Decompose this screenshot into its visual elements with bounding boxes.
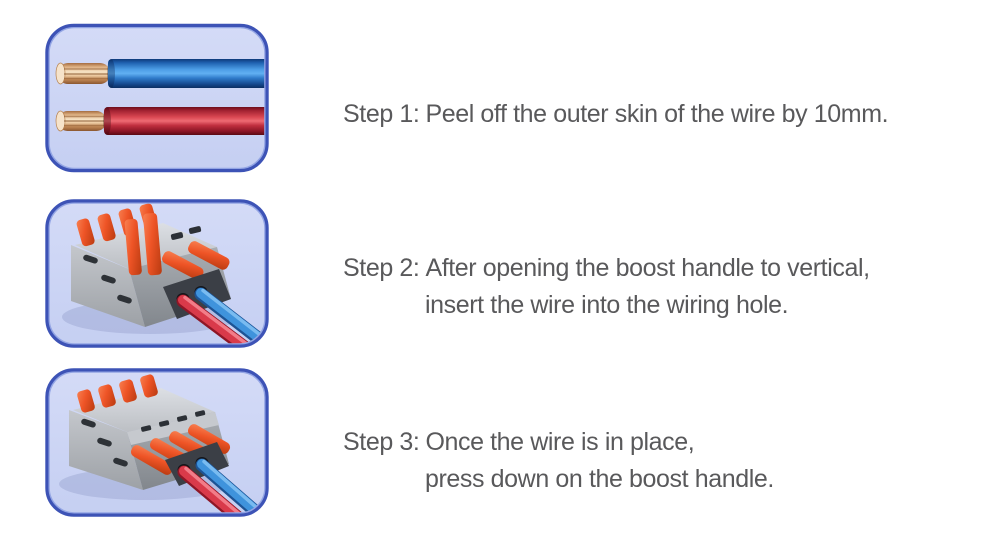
step-1-label: Step 1: [343, 100, 420, 128]
step-3-label: Step 3: [343, 428, 420, 456]
step-2-text: Step 2:After opening the boost handle to… [343, 250, 870, 324]
step-2-image [45, 199, 269, 348]
rear-boost-handles-closed [77, 374, 158, 413]
step-3-text: Step 3:Once the wire is in place, press … [343, 424, 774, 498]
step-3-line-2: press down on the boost handle. [425, 465, 774, 493]
blue-insulation [108, 59, 267, 88]
step-2-label: Step 2: [343, 254, 420, 282]
blue-wire [194, 287, 267, 346]
red-insulation [104, 107, 267, 135]
step-2-instruction: After opening the boost handle to vertic… [425, 254, 870, 282]
step-3-image [45, 368, 269, 517]
boost-handle-vertical [124, 212, 162, 276]
step-2-line-2: insert the wire into the wiring hole. [425, 291, 789, 319]
step-1-line-1: Step 1:Peel off the outer skin of the wi… [343, 96, 889, 133]
step-1-image [45, 23, 269, 173]
blue-wire [55, 59, 267, 88]
connector-front-face [69, 410, 143, 490]
step-1-text: Step 1:Peel off the outer skin of the wi… [343, 96, 889, 133]
step-3-line-1: Step 3:Once the wire is in place, [343, 424, 774, 461]
connector-top-face [73, 388, 215, 432]
step-2-line-1: Step 2:After opening the boost handle to… [343, 250, 870, 287]
step-3-instruction: Once the wire is in place, [425, 428, 695, 456]
red-wire [55, 107, 267, 135]
red-wire [176, 294, 254, 346]
red-wire [177, 465, 248, 515]
step-1-instruction: Peel off the outer skin of the wire by 1… [425, 100, 889, 128]
connector-front-face [71, 245, 145, 327]
side-boost-handles [162, 241, 230, 280]
